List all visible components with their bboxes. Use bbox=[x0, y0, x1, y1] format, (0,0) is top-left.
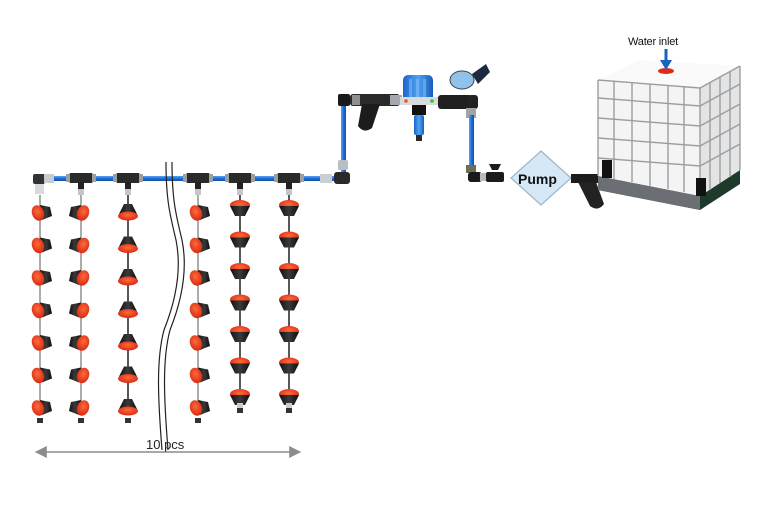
dripper bbox=[118, 334, 138, 351]
tee-connector bbox=[225, 173, 255, 195]
break-symbol bbox=[157, 161, 185, 451]
dripper bbox=[31, 237, 52, 254]
end-plug bbox=[237, 403, 243, 413]
drip-line bbox=[31, 195, 52, 423]
drip-lines bbox=[31, 173, 304, 423]
dripper bbox=[69, 237, 90, 254]
dripper bbox=[279, 294, 299, 311]
pump-inlet-pipe bbox=[466, 108, 486, 182]
dripper bbox=[69, 205, 90, 221]
dripper bbox=[189, 367, 210, 384]
dripper bbox=[230, 326, 250, 342]
dripper bbox=[69, 335, 90, 351]
dripper bbox=[279, 326, 299, 342]
dripper bbox=[31, 205, 52, 221]
dripper bbox=[189, 205, 210, 221]
dripper bbox=[69, 302, 90, 319]
dripper bbox=[189, 270, 210, 286]
dripper bbox=[69, 367, 90, 384]
drip-line bbox=[66, 173, 96, 423]
dripper bbox=[189, 302, 210, 319]
dripper bbox=[189, 335, 210, 351]
end-plug bbox=[37, 418, 43, 423]
dripper bbox=[31, 367, 52, 384]
tee-connector bbox=[113, 173, 143, 195]
dripper bbox=[31, 400, 52, 416]
count-label: 10 pcs bbox=[146, 437, 185, 452]
end-plug bbox=[78, 418, 84, 423]
dripper bbox=[31, 270, 52, 286]
dripper bbox=[118, 301, 138, 318]
ibc-water-tank bbox=[597, 60, 741, 210]
dripper bbox=[279, 231, 299, 248]
pump-label: Pump bbox=[518, 171, 557, 187]
disc-filter bbox=[571, 174, 611, 209]
dripper bbox=[31, 335, 52, 351]
tee-connector bbox=[66, 173, 96, 195]
water-inlet-arrow bbox=[660, 49, 672, 70]
tee-connector bbox=[183, 173, 213, 195]
main-pipe bbox=[40, 94, 350, 184]
dripper bbox=[69, 400, 90, 416]
water-inlet-label: Water inlet bbox=[628, 36, 678, 48]
dripper bbox=[230, 389, 250, 405]
dripper bbox=[230, 231, 250, 248]
screen-filter bbox=[350, 94, 402, 131]
end-plug bbox=[125, 418, 131, 423]
fertilizer-injector bbox=[400, 75, 438, 141]
dripper bbox=[279, 389, 299, 405]
dripper bbox=[230, 263, 250, 279]
dripper bbox=[189, 237, 210, 254]
dripper bbox=[69, 270, 90, 286]
dripper bbox=[31, 302, 52, 319]
dripper bbox=[118, 399, 138, 416]
dripper bbox=[279, 200, 299, 216]
left-end-elbow bbox=[33, 174, 54, 194]
dripper bbox=[189, 400, 210, 416]
drip-line bbox=[274, 173, 304, 413]
ball-valve bbox=[486, 164, 504, 182]
drip-line bbox=[183, 173, 213, 423]
dripper bbox=[230, 357, 250, 374]
pump bbox=[510, 150, 572, 206]
dripper bbox=[118, 236, 138, 253]
dripper bbox=[118, 204, 138, 221]
dripper bbox=[230, 294, 250, 311]
dripper bbox=[230, 200, 250, 216]
dripper bbox=[118, 269, 138, 286]
dripper bbox=[279, 263, 299, 279]
irrigation-timer bbox=[438, 64, 490, 109]
end-plug bbox=[286, 403, 292, 413]
tee-connector bbox=[274, 173, 304, 195]
end-plug bbox=[195, 418, 201, 423]
dripper bbox=[279, 357, 299, 374]
dripper bbox=[118, 366, 138, 383]
drip-line bbox=[225, 173, 255, 413]
drip-line bbox=[113, 173, 143, 423]
